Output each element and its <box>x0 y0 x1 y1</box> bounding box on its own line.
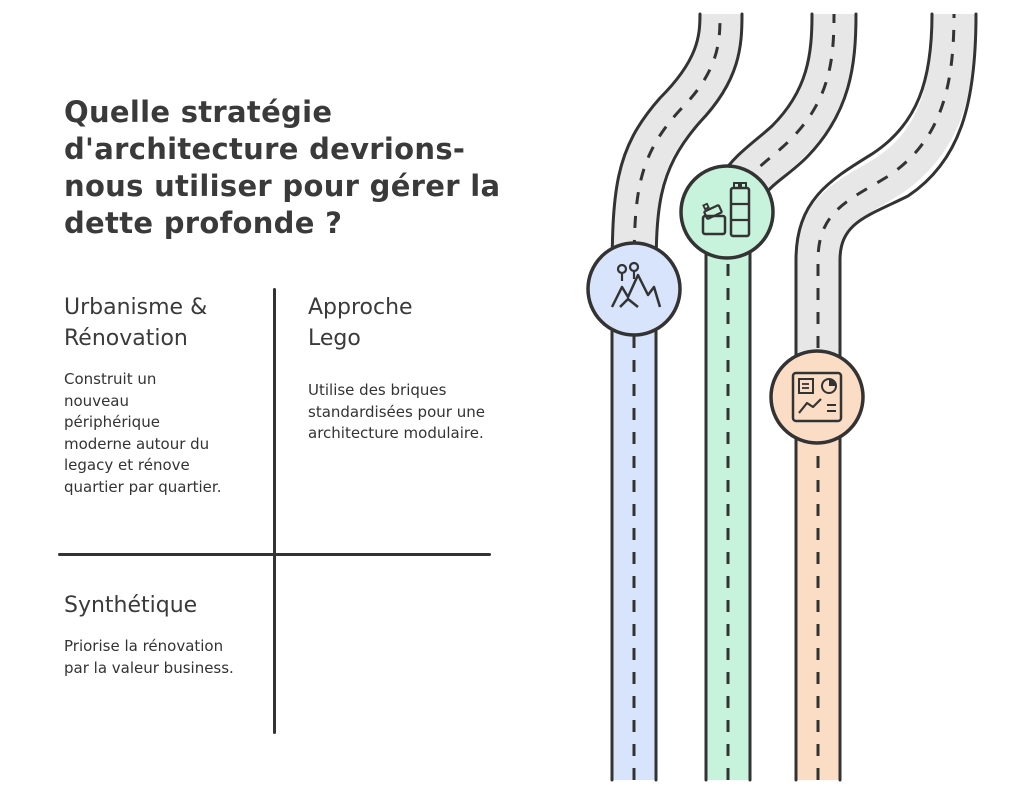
road-synthetique-edge-right <box>838 12 978 782</box>
option-desc-lego: Utilise des briques standardisées pour u… <box>308 381 485 442</box>
badge-lego <box>679 164 775 260</box>
page-title: Quelle stratégie d'architecture devrions… <box>64 95 501 240</box>
option-title-lego: Approche Lego <box>308 295 413 351</box>
road-urbanisme-fill <box>612 13 742 780</box>
road-urbanisme-edge-right <box>654 12 744 782</box>
road-synthetique-centerline <box>816 13 956 780</box>
option-title-synthetique: Synthétique <box>64 593 198 618</box>
road-synthetique <box>794 12 978 782</box>
road-urbanisme <box>610 12 744 782</box>
landscape-icon <box>586 241 682 337</box>
divider-horizontal <box>58 553 491 556</box>
lego-bricks-icon <box>679 164 775 260</box>
dashboard-icon <box>769 349 865 445</box>
badge-synthetique <box>769 349 865 445</box>
badge-urbanisme <box>586 241 682 337</box>
road-synthetique-edge-left <box>794 12 934 782</box>
option-title-urbanisme: Urbanisme & Rénovation <box>64 295 208 351</box>
divider-vertical <box>273 288 276 734</box>
road-urbanisme-edge-left <box>610 12 702 782</box>
option-desc-synthetique: Priorise la rénovation par la valeur bus… <box>64 637 234 677</box>
option-desc-urbanisme: Construit un nouveau périphérique modern… <box>64 370 222 496</box>
